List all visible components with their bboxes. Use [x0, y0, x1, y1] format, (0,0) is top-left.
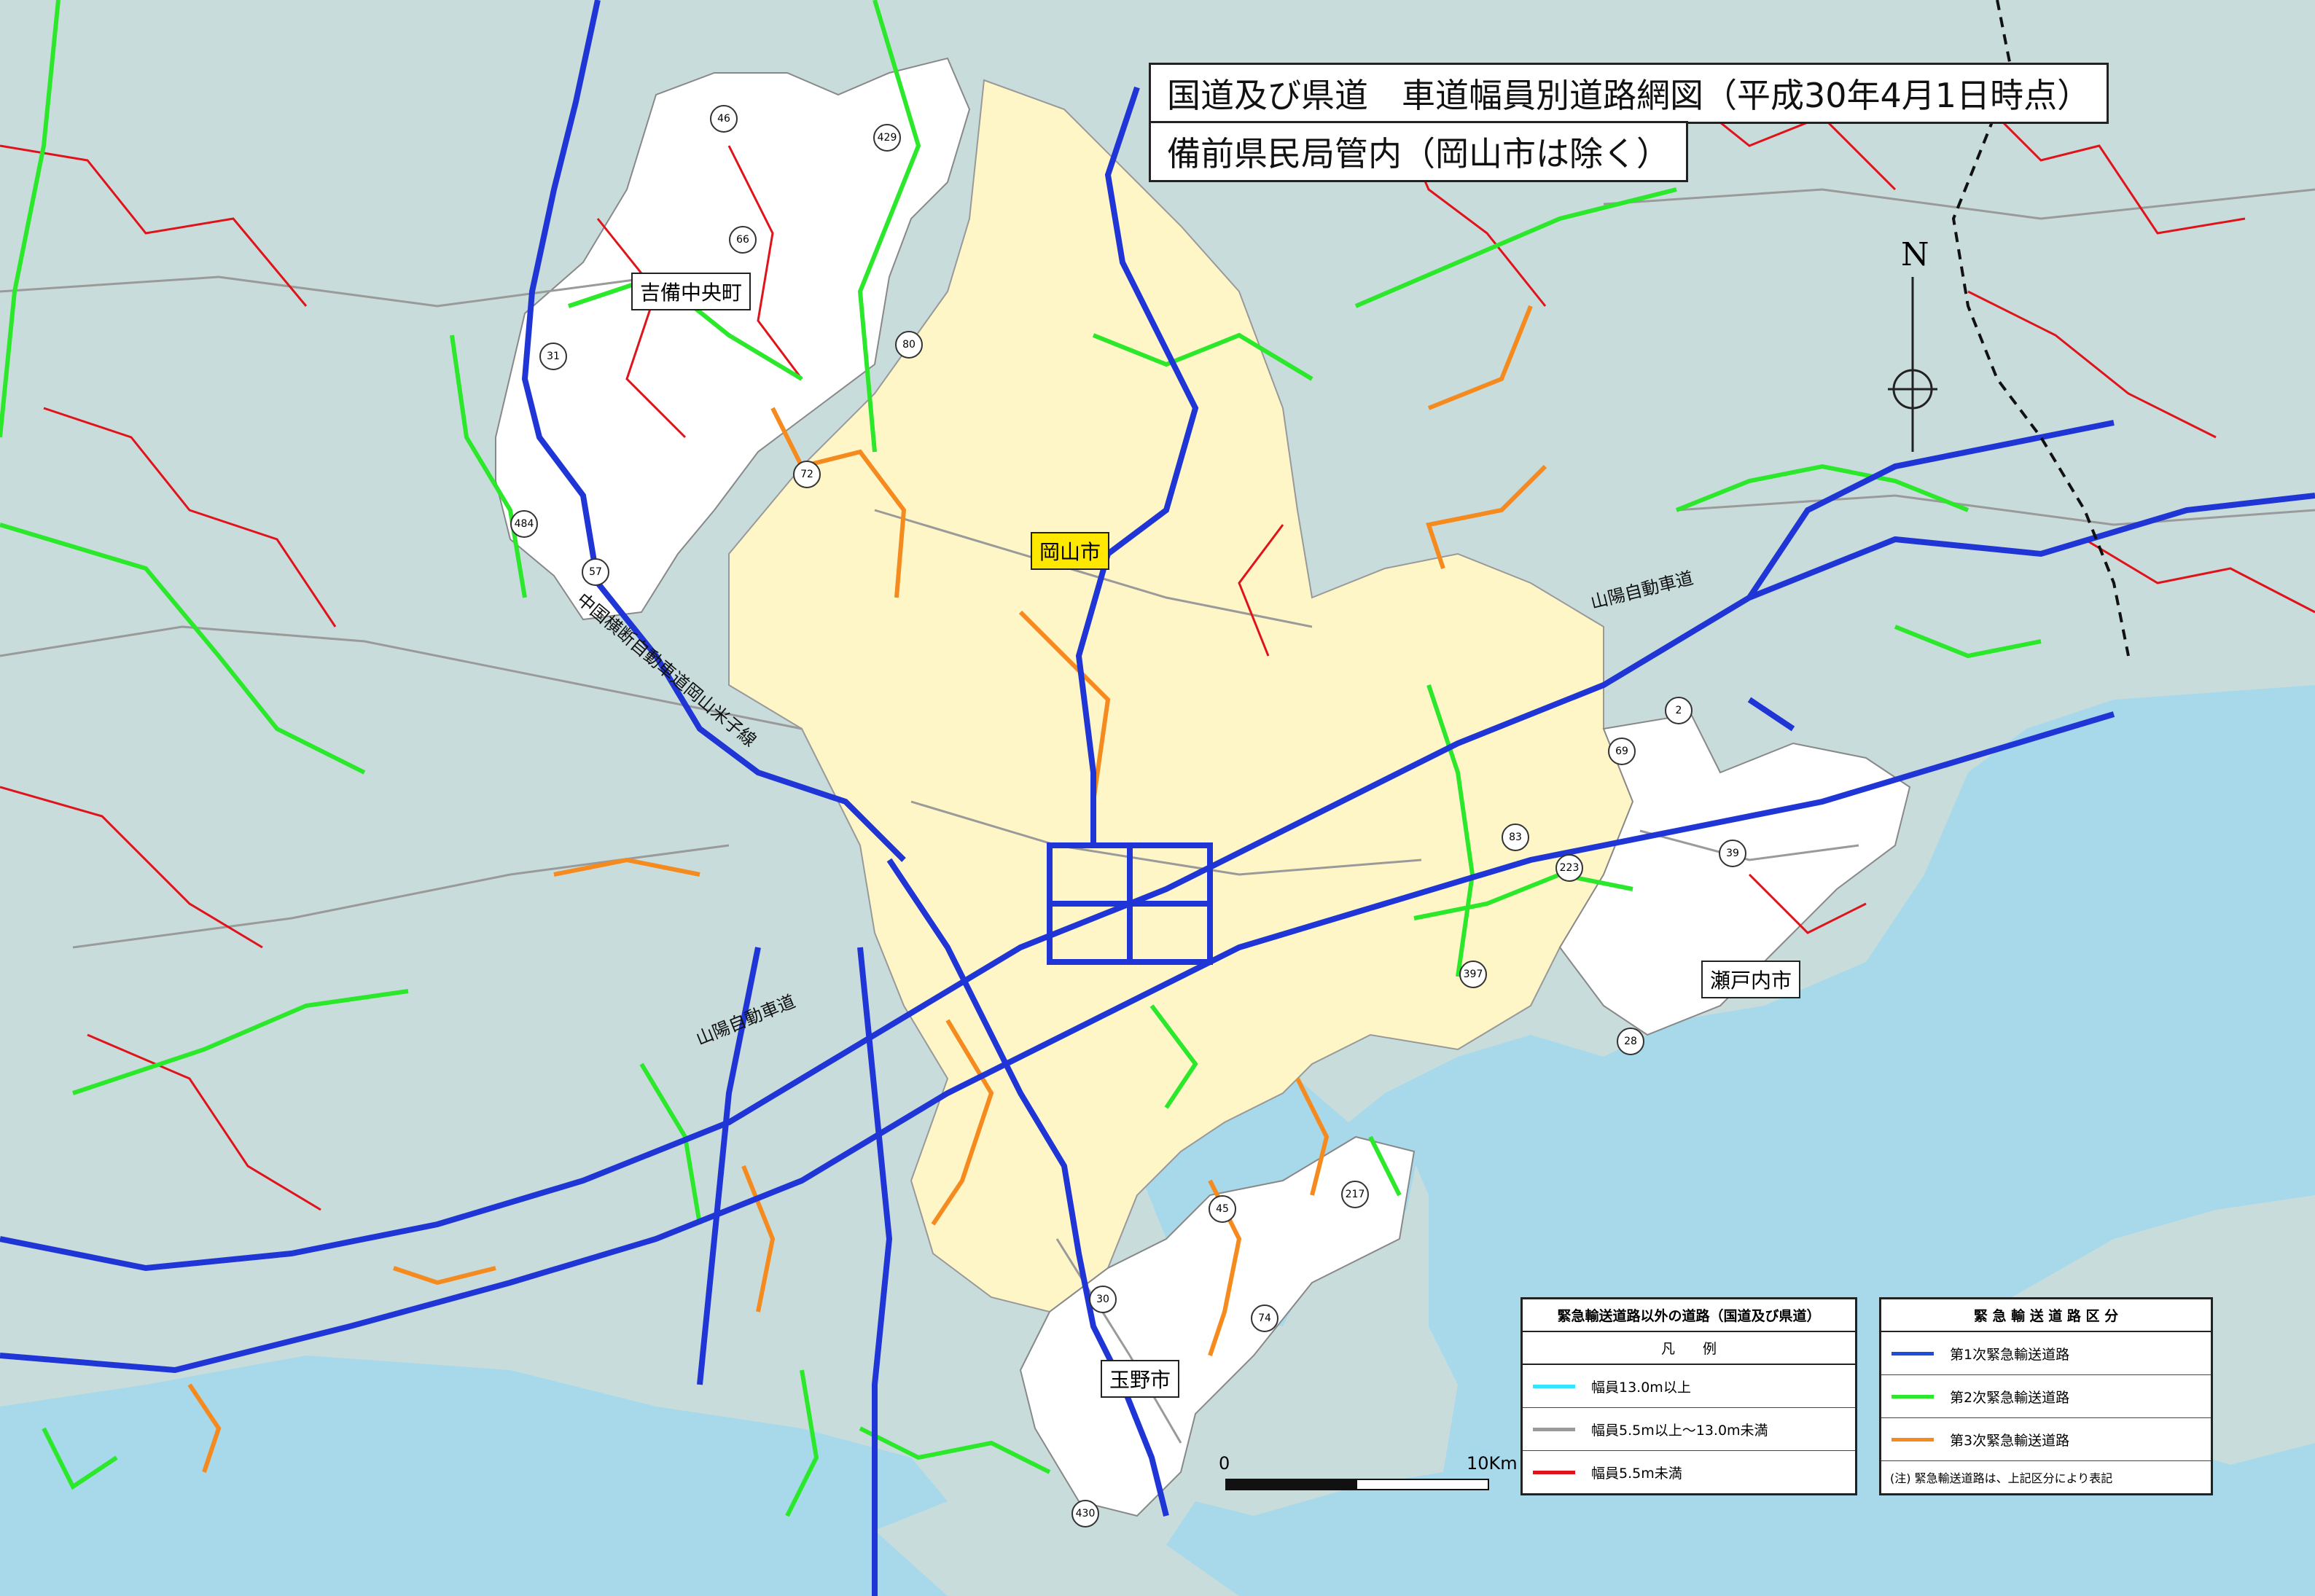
- place-label-kibichuo: 吉備中央町: [631, 273, 752, 310]
- route-number-shield: 46: [710, 105, 738, 133]
- route-number-shield: 72: [793, 461, 821, 488]
- route-number-shield: 69: [1608, 738, 1636, 765]
- compass-icon: [1888, 277, 1937, 452]
- legend-emergency-routes: 緊 急 輸 送 道 路 区 分 第1次緊急輸送道路 第2次緊急輸送道路 第3次緊…: [1879, 1297, 2213, 1495]
- swatch-tertiary: [1892, 1437, 1934, 1442]
- place-label-okayama: 岡山市: [1031, 532, 1110, 570]
- route-number-shield: 223: [1555, 854, 1583, 882]
- swatch-narrow: [1533, 1470, 1575, 1474]
- route-number-shield: 429: [873, 124, 901, 152]
- legend-width-row: 幅員5.5m以上～13.0m未満: [1523, 1408, 1855, 1451]
- tamano-area: [1019, 1135, 1416, 1517]
- legend-emergency-label: 第1次緊急輸送道路: [1950, 1346, 2070, 1363]
- route-number-shield: 80: [895, 331, 923, 359]
- route-number-shield: 45: [1209, 1195, 1236, 1223]
- legend-width-label: 幅員5.5m未満: [1591, 1465, 1682, 1482]
- legend-emergency-label: 第3次緊急輸送道路: [1950, 1432, 2070, 1449]
- setouchi-area: [1558, 713, 1911, 1036]
- scale-end-label: 10Km: [1467, 1453, 1518, 1474]
- route-number-shield: 484: [510, 510, 538, 538]
- place-label-setouchi: 瀬戸内市: [1701, 961, 1801, 998]
- legend-emergency-row: 第1次緊急輸送道路: [1881, 1332, 2211, 1375]
- legend-width-subtitle: 凡 例: [1523, 1332, 1855, 1365]
- route-number-shield: 39: [1719, 840, 1746, 867]
- legend-road-width: 緊急輸送道路以外の道路（国道及び県道） 凡 例 幅員13.0m以上 幅員5.5m…: [1520, 1297, 1857, 1495]
- legend-width-row: 幅員5.5m未満: [1523, 1451, 1855, 1493]
- legend-emergency-label: 第2次緊急輸送道路: [1950, 1389, 2070, 1406]
- place-label-tamano: 玉野市: [1101, 1360, 1180, 1398]
- route-number-shield: 217: [1341, 1181, 1369, 1208]
- map-subtitle: 備前県民局管内（岡山市は除く）: [1149, 121, 1688, 182]
- route-number-shield: 66: [729, 226, 757, 254]
- legend-width-row: 幅員13.0m以上: [1523, 1365, 1855, 1408]
- route-number-shield: 57: [582, 558, 609, 586]
- route-number-shield: 2: [1665, 697, 1693, 724]
- scale-start-label: 0: [1219, 1453, 1230, 1474]
- legend-width-label: 幅員13.0m以上: [1591, 1379, 1691, 1396]
- map-title: 国道及び県道 車道幅員別道路網図（平成30年4月1日時点）: [1149, 63, 2109, 124]
- route-number-shield: 28: [1617, 1028, 1644, 1055]
- route-number-shield: 430: [1071, 1500, 1099, 1527]
- swatch-wide: [1533, 1384, 1575, 1388]
- okayama-city-area: [728, 79, 1649, 1313]
- route-number-shield: 397: [1459, 961, 1487, 988]
- legend-width-label: 幅員5.5m以上～13.0m未満: [1591, 1422, 1768, 1439]
- route-number-shield: 74: [1251, 1304, 1278, 1332]
- swatch-medium: [1533, 1427, 1575, 1431]
- legend-width-title: 緊急輸送道路以外の道路（国道及び県道）: [1523, 1299, 1855, 1332]
- legend-emergency-row: 第2次緊急輸送道路: [1881, 1375, 2211, 1418]
- scale-bar: [1225, 1479, 1489, 1490]
- legend-emergency-note: (注) 緊急輸送道路は、上記区分により表記: [1890, 1471, 2113, 1485]
- tertiary-roads: [187, 305, 1547, 1473]
- swatch-secondary: [1892, 1394, 1934, 1399]
- route-number-shield: 31: [539, 343, 567, 370]
- route-number-shield: 30: [1089, 1286, 1117, 1313]
- compass-north-label: N: [1901, 236, 1929, 273]
- swatch-primary: [1892, 1351, 1934, 1356]
- legend-emergency-title: 緊 急 輸 送 道 路 区 分: [1881, 1299, 2211, 1332]
- route-number-shield: 83: [1502, 824, 1529, 851]
- medium-roads: [0, 188, 2315, 1444]
- legend-emergency-row: 第3次緊急輸送道路: [1881, 1418, 2211, 1461]
